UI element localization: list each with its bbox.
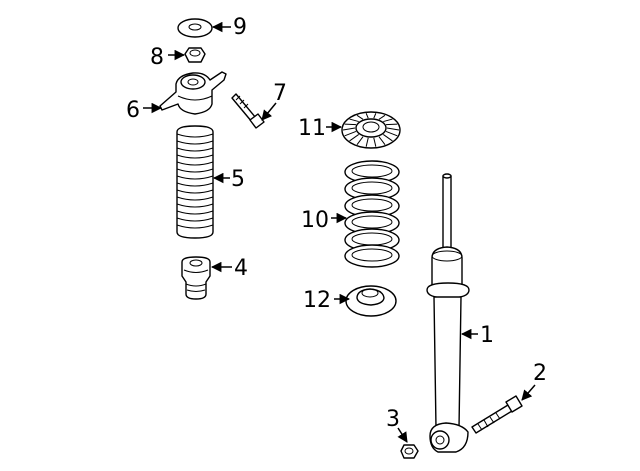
callout-3: 3 — [386, 407, 400, 432]
callout-4: 4 — [234, 256, 248, 281]
part-12-lower-spring-seat — [345, 285, 397, 317]
part-7-bolt — [231, 93, 265, 129]
callout-7: 7 — [273, 81, 287, 106]
spring-coil — [344, 244, 400, 268]
part-6-upper-mount — [159, 71, 227, 115]
callout-1: 1 — [480, 323, 494, 348]
part-10-coil-spring — [344, 160, 400, 268]
part-9-washer — [177, 18, 213, 38]
part-1-shock-absorber — [426, 173, 470, 453]
callout-8: 8 — [150, 45, 164, 70]
part-2-long-bolt — [471, 395, 523, 434]
spring-coil — [344, 177, 400, 201]
callout-5: 5 — [231, 167, 245, 192]
part-4-bump-stop — [181, 256, 211, 300]
callout-2: 2 — [533, 361, 547, 386]
callout-10: 10 — [301, 208, 329, 233]
callout-6: 6 — [126, 98, 140, 123]
part-11-upper-spring-seat — [341, 111, 401, 149]
spring-coil — [344, 160, 400, 184]
spring-coil — [344, 228, 400, 252]
callout-11: 11 — [298, 116, 326, 141]
part-5-dust-boot — [176, 125, 214, 239]
callout-12: 12 — [303, 288, 331, 313]
part-3-nut — [400, 444, 419, 459]
leader-lines — [143, 21, 536, 443]
part-8-nut — [184, 47, 206, 63]
callout-9: 9 — [233, 15, 247, 40]
spring-coil — [344, 194, 400, 218]
